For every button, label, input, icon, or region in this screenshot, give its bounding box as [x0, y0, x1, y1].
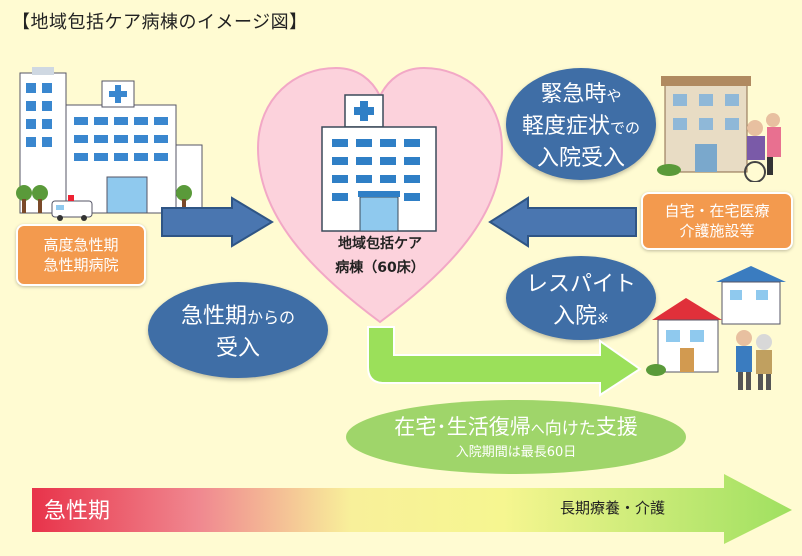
acute-hospital-box: 高度急性期 急性期病院: [16, 224, 146, 286]
acute-hospital-building-icon: [16, 67, 203, 221]
respite-admission-ellipse: レスパイト 入院※: [506, 256, 656, 340]
emergency-admission-ellipse: 緊急時や 軽度症状での 入院受入: [506, 68, 656, 180]
long-term-care-label: 長期療養・介護: [560, 499, 666, 517]
arrow-right-icon: [161, 196, 274, 248]
community-care-ward-label: 地域包括ケア 病棟（60床）: [335, 236, 425, 276]
care-phase-gradient-bar: [32, 474, 792, 544]
acute-acceptance-ellipse: 急性期からの 受入: [148, 282, 328, 378]
care-facility-icon: [657, 76, 781, 182]
home-family-icon: [646, 266, 786, 390]
arrow-to-home-icon: [367, 326, 642, 397]
page-title: 【地域包括ケア病棟のイメージ図】: [12, 12, 308, 33]
community-care-ward-building-icon: [321, 94, 437, 232]
home-return-support-ellipse: 在宅･生活復帰へ向けた支援 入院期間は最長60日: [346, 400, 686, 474]
arrow-left-icon: [488, 196, 637, 248]
acute-phase-label: 急性期: [44, 499, 111, 524]
home-care-facility-box: 自宅・在宅医療 介護施設等: [641, 192, 793, 250]
